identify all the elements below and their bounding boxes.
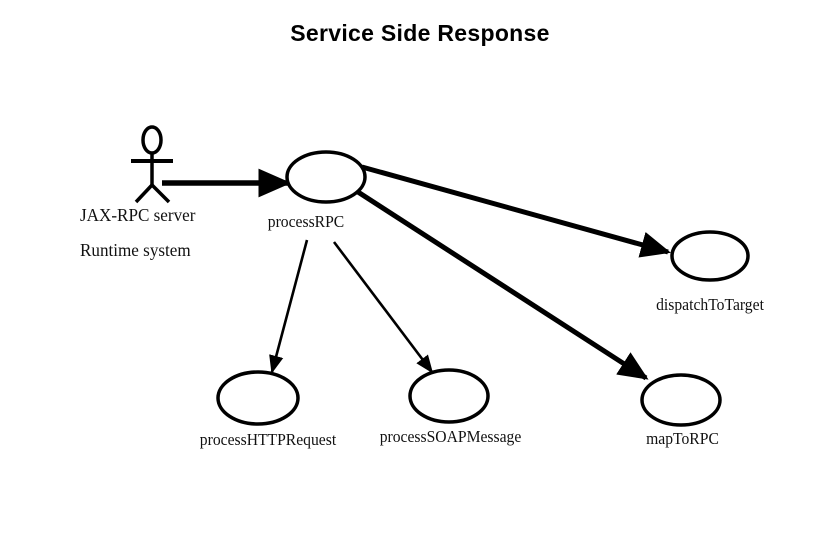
actor-left-leg-line [134,183,154,204]
usecase-label-processsoapmessage: processSOAPMessage [379,427,522,446]
actor-figure [131,125,173,204]
usecase-label-dispatchtotarget: dispatchToTarget [656,295,764,314]
edge-processrpc-to-processhttprequest [269,239,309,374]
usecase-label-processrpc: processRPC [267,212,345,231]
usecase-ellipse-maptorpc[interactable] [640,373,722,427]
usecase-ellipse-processsoapmessage[interactable] [408,368,490,424]
actor-head-icon [141,125,163,155]
usecase-ellipse-processrpc[interactable] [285,150,367,204]
edge-processrpc-to-maptorpc [356,189,649,381]
actor-label-line1: JAX-RPC server [80,205,196,225]
usecase-ellipse-processhttprequest[interactable] [216,370,300,426]
actor-label-line2: Runtime system [80,240,191,260]
usecase-label-processhttprequest: processHTTPRequest [199,430,337,449]
actor-right-leg-line [150,183,171,204]
usecase-ellipse-dispatchtotarget[interactable] [670,230,750,282]
usecase-label-maptorpc: mapToRPC [646,429,719,448]
edge-processrpc-to-dispatchtotarget [361,164,671,258]
edge-processrpc-to-processsoapmessage [332,241,434,374]
page-title: Service Side Response [290,20,550,46]
